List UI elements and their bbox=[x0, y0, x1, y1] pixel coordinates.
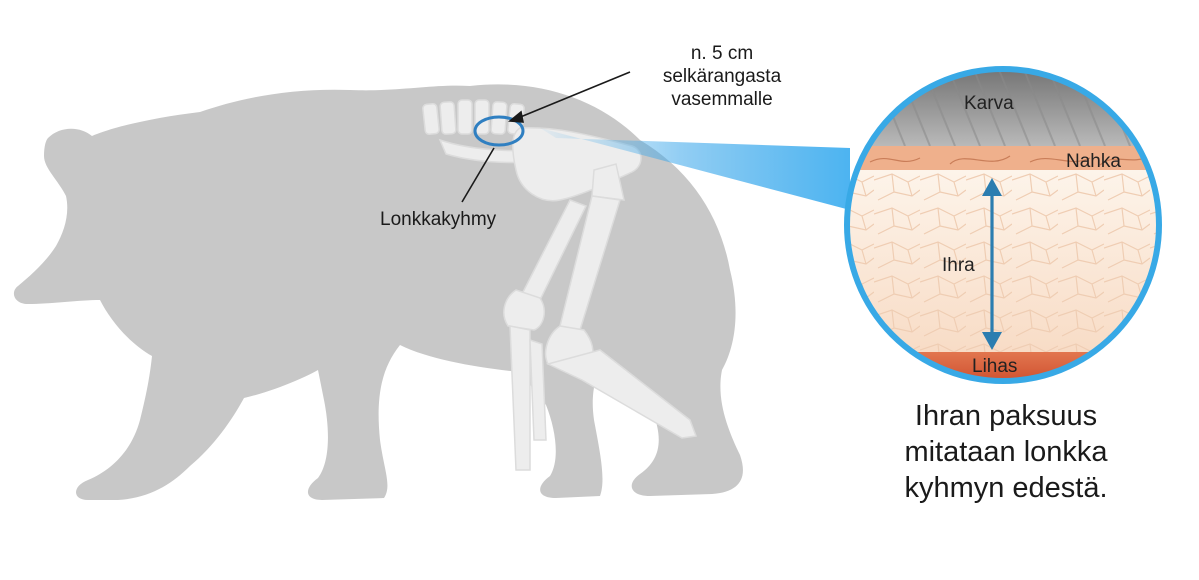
caption-line1: Ihran paksuus bbox=[914, 400, 1098, 432]
magnifier-beam bbox=[540, 128, 850, 210]
muscle-layer-label: Lihas bbox=[972, 356, 1018, 377]
hair-layer-label: Karva bbox=[964, 93, 1014, 114]
magnifier-lens bbox=[844, 66, 1162, 384]
caption-line3: kyhmyn edestä. bbox=[904, 472, 1108, 504]
position-callout-line3: vasemmalle bbox=[671, 89, 773, 110]
hip-landmark-label: Lonkkakyhmy bbox=[380, 209, 497, 230]
position-callout-line2: selkärangasta bbox=[662, 66, 782, 87]
fat-thickness-arrow bbox=[982, 178, 1002, 350]
position-callout: n. 5 cm selkärangasta vasemmalle bbox=[622, 42, 822, 111]
caption-line2: mitataan lonkka bbox=[904, 436, 1108, 468]
skin-layer-label: Nahka bbox=[1066, 151, 1121, 172]
leader-lines bbox=[461, 71, 631, 203]
skin-layer bbox=[847, 146, 1159, 170]
fat-layer-label: Ihra bbox=[942, 255, 975, 276]
position-callout-line1: n. 5 cm bbox=[690, 43, 754, 64]
hip-landmark-marker bbox=[473, 115, 525, 147]
skeleton bbox=[422, 99, 698, 471]
caption: Ihran paksuus mitataan lonkka kyhmyn ede… bbox=[856, 398, 1156, 506]
